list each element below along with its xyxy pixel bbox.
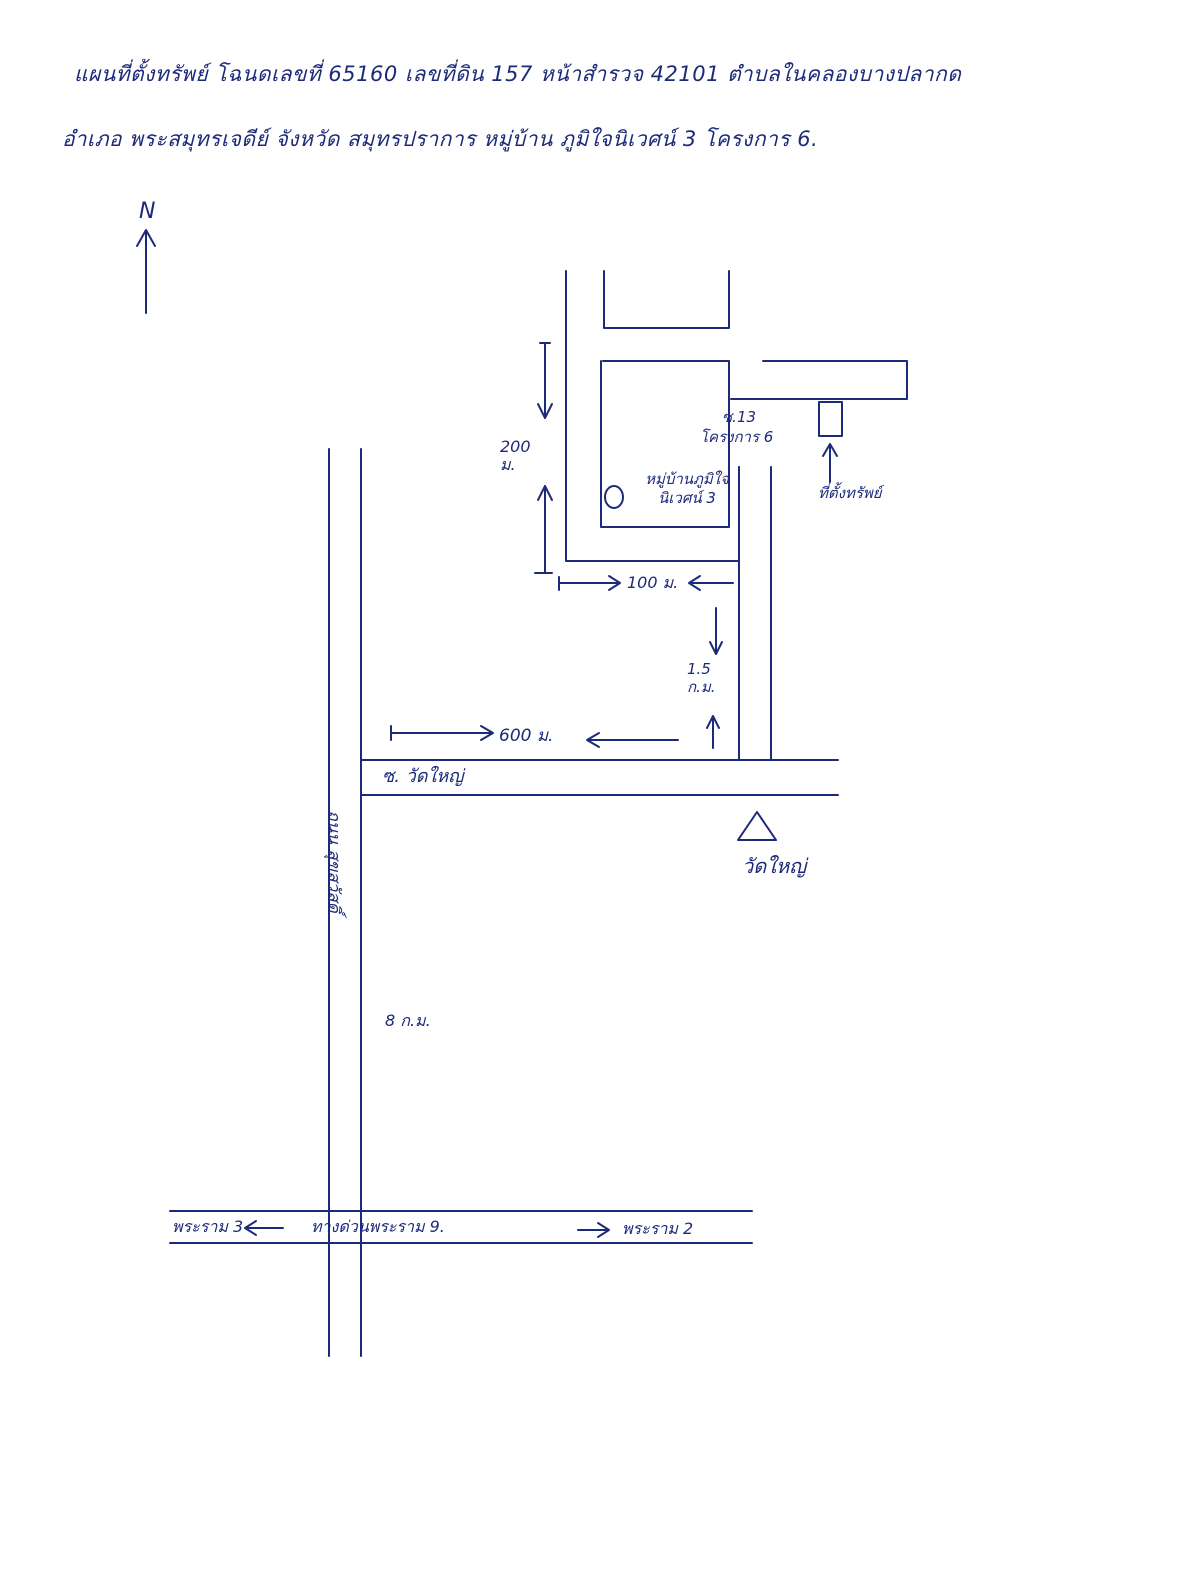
label-road-suksawat: ถนน สุขสวัสดิ์ (323, 810, 344, 913)
label-expressway: ทางด่วนพระราม 9. (311, 1217, 445, 1236)
label-soi-13: ซ.13 (722, 408, 757, 426)
main-road-suksawat (328, 448, 362, 1357)
village-outline (565, 270, 740, 562)
map-title-line-1: แผนที่ตั้งทรัพย์ โฉนดเลขที่ 65160 เลขที่… (74, 62, 962, 86)
village-marker-icon (604, 485, 624, 509)
label-soi-wat-yai: ซ. วัดใหญ่ (382, 766, 464, 787)
village-inner-block (600, 360, 730, 528)
label-600m: 600 ม. (499, 726, 554, 746)
label-rama2: พระราม 2 (622, 1219, 694, 1238)
soi-13-road (738, 466, 772, 761)
dimension-600m-icon (390, 725, 679, 748)
branch-road (730, 360, 908, 400)
label-wat-yai: วัดใหญ่ (742, 854, 807, 878)
dimension-100m-icon (558, 575, 734, 591)
expressway-road (169, 1210, 753, 1244)
dimension-200m-icon (534, 342, 553, 574)
map-title-line-2: อำเภอ พระสมุทรเจดีย์ จังหวัด สมุทรปราการ… (62, 127, 819, 151)
label-property-location: ที่ตั้งทรัพย์ (818, 484, 882, 502)
north-arrow-icon (136, 229, 156, 314)
property-plot (818, 401, 843, 437)
label-200m: 200 ม. (500, 437, 531, 474)
soi-wat-yai-road (360, 759, 839, 796)
village-top-street (603, 270, 730, 329)
label-project-6: โครงการ 6 (700, 428, 774, 446)
temple-triangle-icon (737, 811, 777, 841)
label-1-5km: 1.5 ก.ม. (687, 660, 716, 696)
dimension-1-5km-icon (706, 607, 723, 749)
arrow-right-rama2-icon (577, 1222, 610, 1238)
label-village: หมู่บ้านภูมิใจนิเวศน์ 3 (645, 470, 729, 507)
label-rama3: พระราม 3 (172, 1217, 244, 1236)
label-8km: 8 ก.ม. (385, 1011, 431, 1030)
arrow-left-rama3-icon (244, 1220, 284, 1236)
property-arrow-icon (822, 443, 838, 483)
north-label: N (139, 199, 156, 224)
label-100m: 100 ม. (627, 573, 679, 592)
